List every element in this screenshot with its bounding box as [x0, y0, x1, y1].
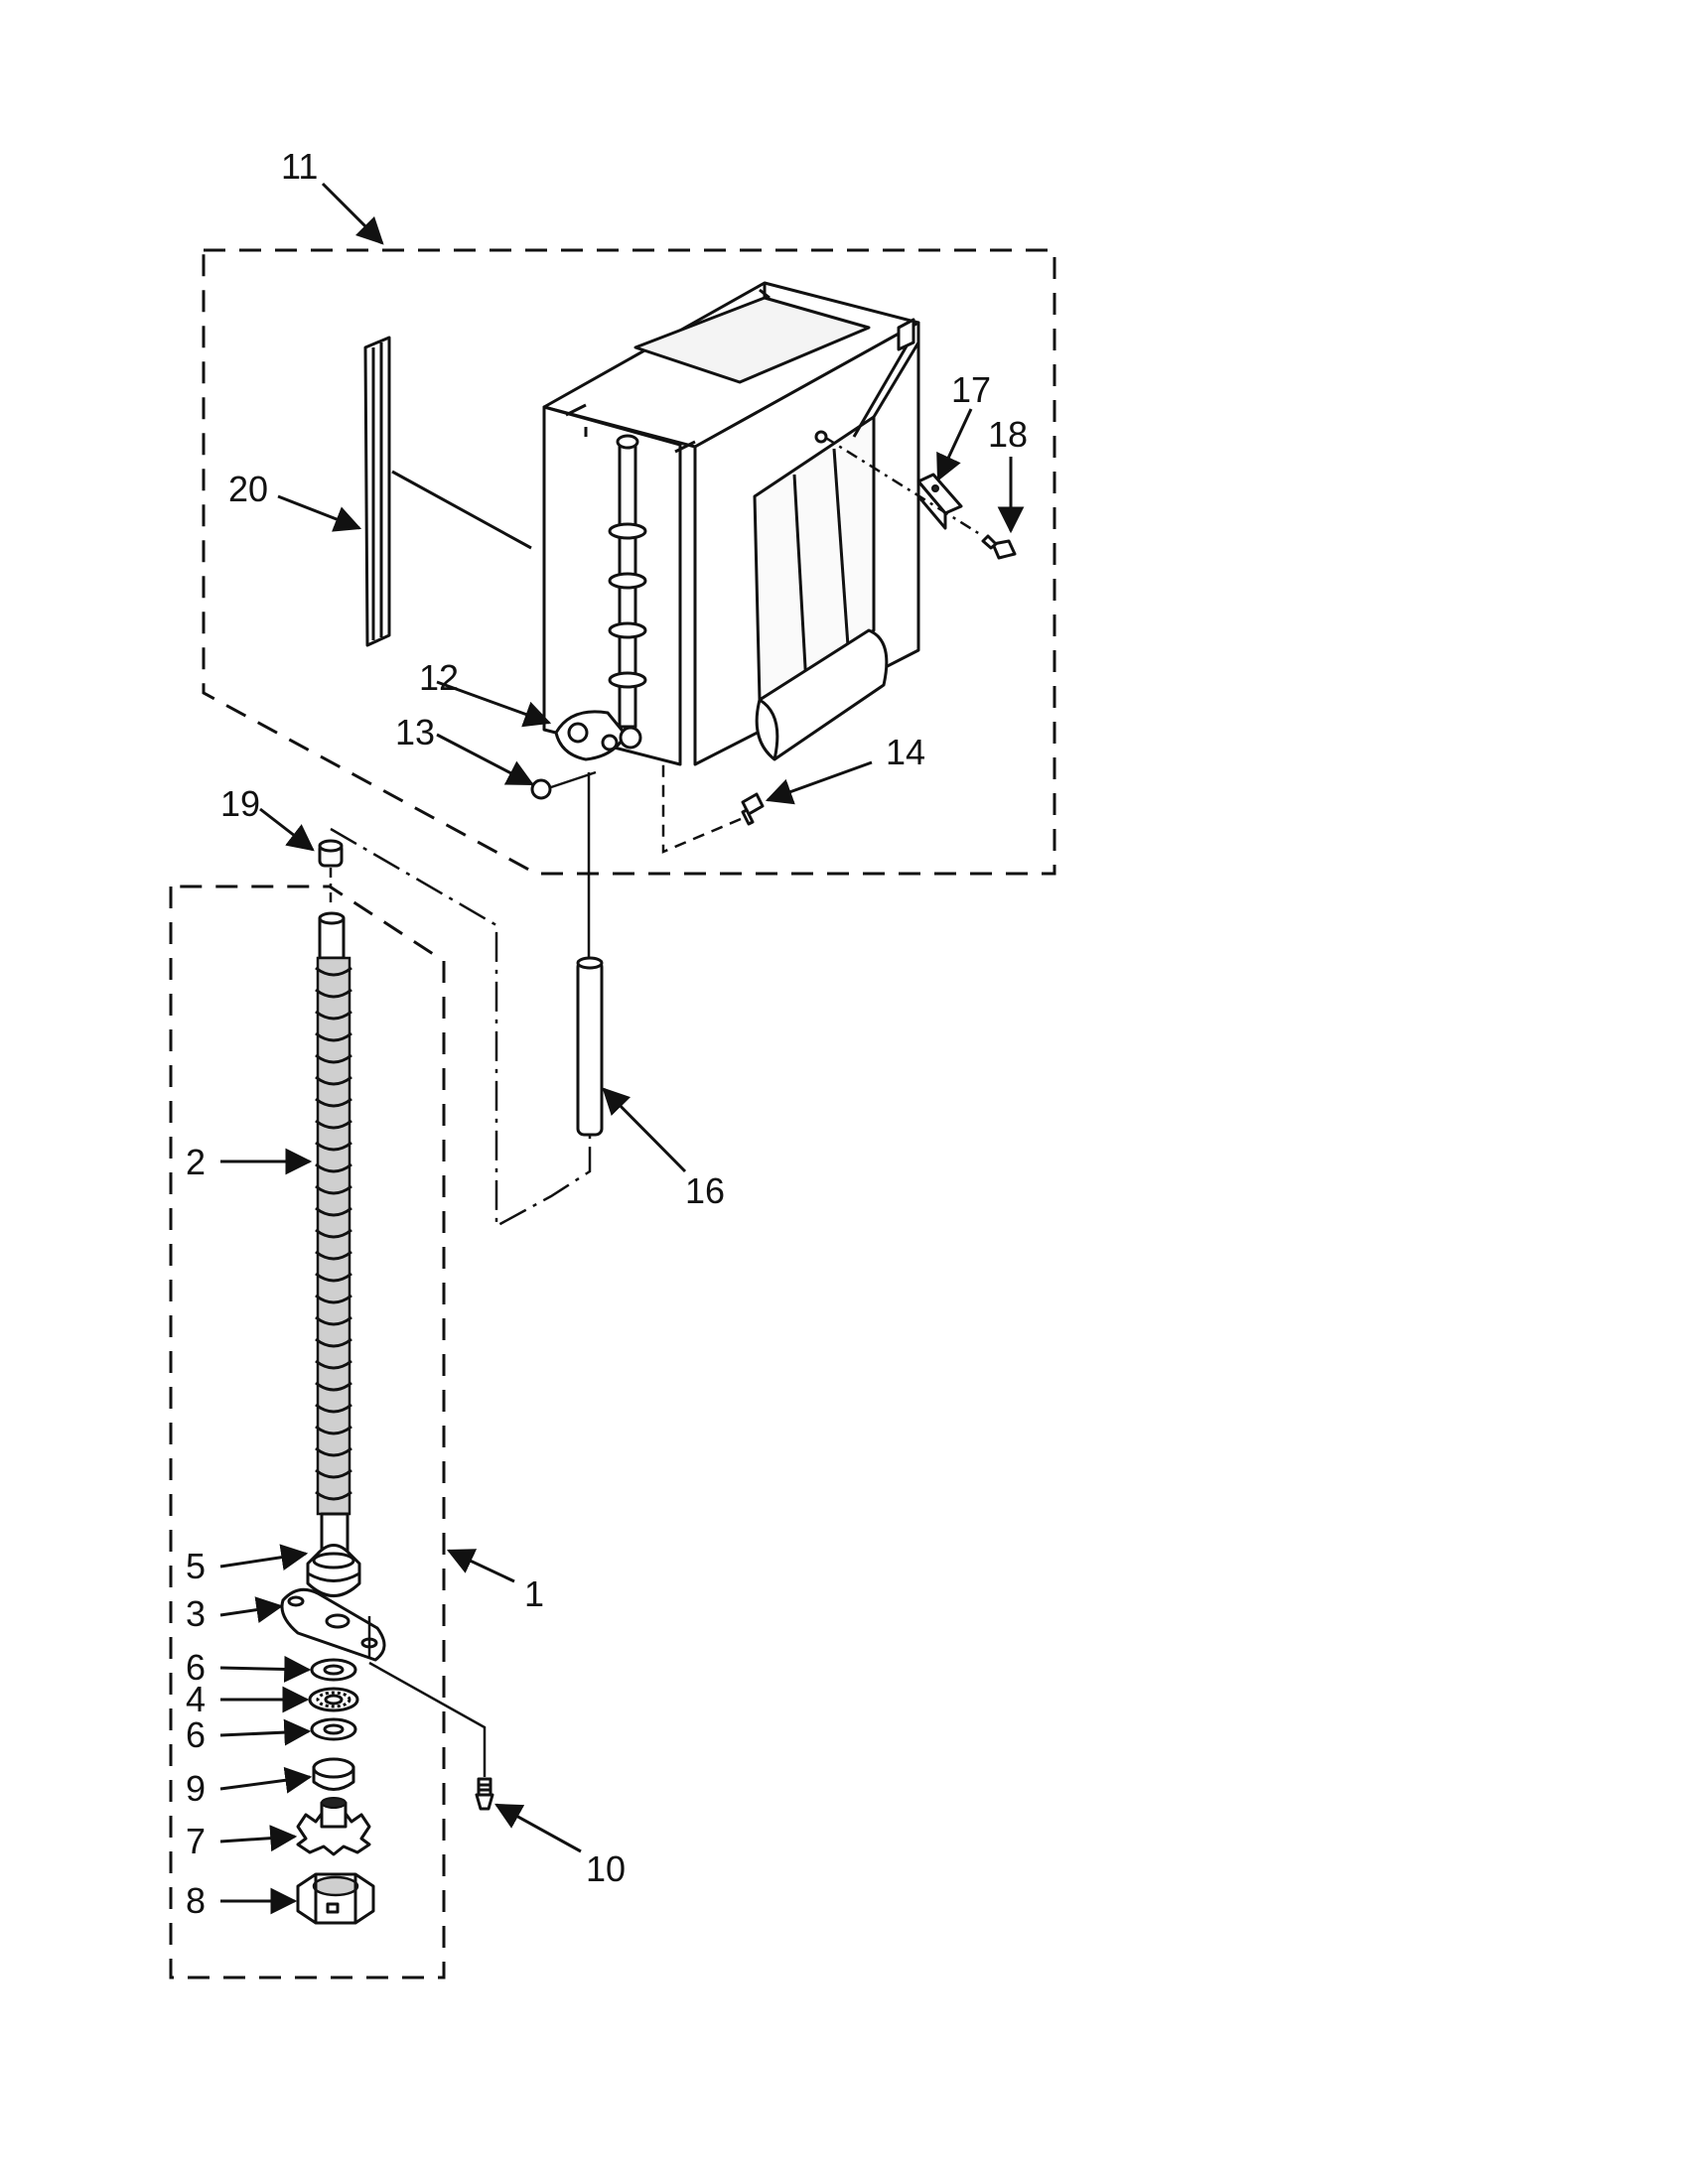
callout-8: 8	[186, 1880, 206, 1921]
auger-flight	[315, 1337, 352, 1348]
callout-11: 11	[281, 146, 318, 187]
ice-bin-auger-rod	[608, 434, 647, 729]
bracket-part-17	[916, 473, 963, 530]
auger-flight	[315, 1315, 352, 1326]
screw-part-14	[661, 764, 765, 854]
auger-flight	[315, 1053, 352, 1064]
callout-20: 20	[228, 469, 268, 509]
hex-nut-part-8	[296, 1872, 375, 1925]
bearing-block-part-12	[554, 710, 642, 761]
auger-flight	[315, 1403, 352, 1414]
auger-flight	[315, 1119, 352, 1130]
auger-flight	[315, 1250, 352, 1261]
cap-part-19	[318, 839, 344, 908]
leader-lines	[219, 182, 1025, 1915]
auger-part-2	[315, 911, 352, 1556]
auger-flight	[315, 1490, 352, 1501]
auger-flight	[315, 1381, 352, 1392]
callout-9: 9	[186, 1768, 206, 1809]
assembly-1-boundary	[169, 885, 446, 1979]
bushing-part-5	[306, 1544, 361, 1597]
auger-flight	[315, 1272, 352, 1283]
screw-part-18	[814, 430, 1017, 560]
callout-18: 18	[988, 414, 1028, 455]
auger-flight	[315, 988, 352, 999]
spacer-part-9	[312, 1757, 355, 1791]
callout-16: 16	[685, 1170, 725, 1211]
callout-14: 14	[886, 732, 925, 772]
auger-flight	[315, 1097, 352, 1108]
shaft-part-16	[576, 772, 604, 1137]
thrust-bearing-part-4	[308, 1687, 359, 1712]
washer-part-6-lower	[310, 1717, 357, 1741]
auger-flight	[315, 1294, 352, 1304]
nut-part-13	[530, 770, 597, 800]
callout-4: 4	[186, 1679, 206, 1719]
auger-flight	[315, 1010, 352, 1021]
auger-flight	[315, 1075, 352, 1086]
washer-part-6-upper	[310, 1658, 357, 1682]
callout-6-lower: 6	[186, 1714, 206, 1755]
auger-flight	[315, 966, 352, 977]
auger-flight	[315, 1031, 352, 1042]
callout-2: 2	[186, 1142, 206, 1182]
ice-bin-housing-part-11	[542, 281, 920, 766]
callout-6-upper: 6	[186, 1647, 206, 1688]
callout-17: 17	[951, 369, 991, 410]
callout-1: 1	[524, 1573, 544, 1614]
auger-flight	[315, 1425, 352, 1435]
flange-plate-part-3	[280, 1587, 487, 1777]
auger-flight	[315, 1228, 352, 1239]
callout-19: 19	[220, 783, 260, 824]
callout-10: 10	[586, 1848, 626, 1889]
assembly-11-boundary	[202, 248, 1056, 876]
auger-flight	[315, 1184, 352, 1195]
auger-flight	[315, 1468, 352, 1479]
seal-strip-part-20	[363, 336, 532, 647]
connector-19-16	[330, 827, 592, 1229]
sprocket-part-7	[296, 1797, 371, 1856]
callout-7: 7	[186, 1821, 206, 1861]
auger-flight	[315, 1162, 352, 1173]
auger-flight	[315, 1206, 352, 1217]
callout-12: 12	[419, 657, 459, 698]
callout-13: 13	[395, 712, 435, 752]
callout-5: 5	[186, 1546, 206, 1586]
auger-flight	[315, 1141, 352, 1152]
auger-flight	[315, 1446, 352, 1457]
screw-part-10	[475, 1777, 494, 1811]
auger-flight	[315, 1359, 352, 1370]
callout-3: 3	[186, 1593, 206, 1634]
